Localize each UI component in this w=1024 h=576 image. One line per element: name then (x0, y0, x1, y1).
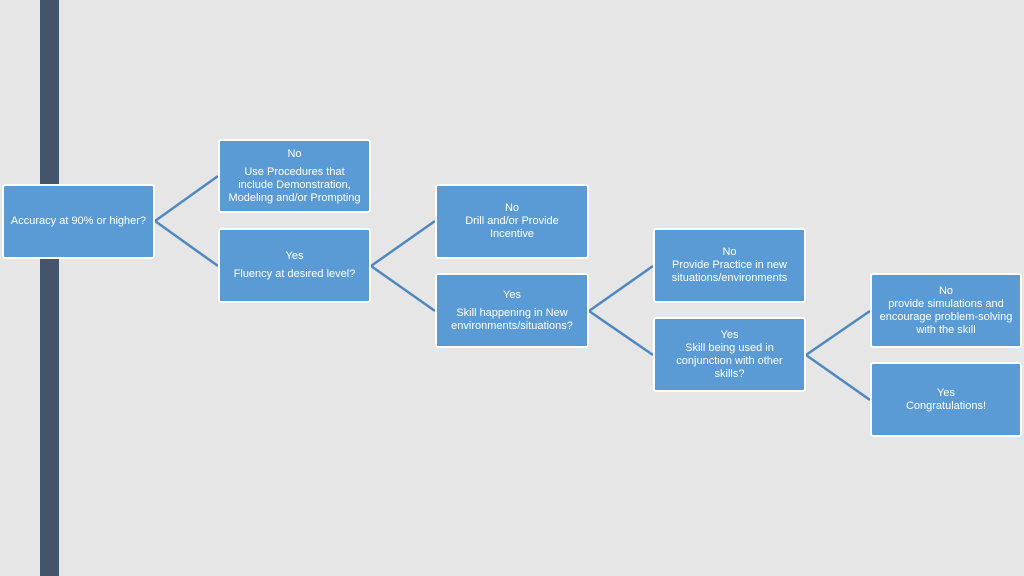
node-practice-answer: No (722, 246, 737, 258)
node-new-env: Yes Skill happening in New environments/… (435, 273, 589, 348)
node-accuracy-text: Accuracy at 90% or higher? (10, 215, 147, 227)
node-simulations: No provide simulations and encourage pro… (870, 273, 1022, 348)
node-conjunction: Yes Skill being used in conjunction with… (653, 317, 806, 392)
node-practice-line: Provide Practice in new (672, 259, 787, 271)
node-simulations-line: with the skill (916, 323, 976, 336)
node-procedures: No Use Procedures that include Demonstra… (218, 139, 371, 213)
node-drill-line: Drill and/or Provide (465, 215, 559, 227)
connector-fluency-drill (370, 219, 436, 268)
node-new-env-line: environments/situations? (451, 319, 573, 332)
node-conjunction-answer: Yes (720, 328, 739, 341)
connector-conjunction-simulations (805, 309, 871, 357)
node-fluency-line: Fluency at desired level? (233, 268, 356, 280)
node-practice: No Provide Practice in new situations/en… (653, 228, 806, 303)
node-new-env-line: Skill happening in New (456, 306, 568, 319)
node-procedures-answer: No (287, 147, 302, 160)
node-simulations-line: provide simulations and (888, 297, 1004, 310)
connector-new-env-conjunction (588, 309, 654, 357)
node-drill-answer: No (504, 202, 520, 214)
node-conjunction-line: Skill being used in (685, 341, 774, 354)
node-conjunction-line: conjunction with other (676, 354, 783, 367)
node-drill-line: Incentive (489, 228, 535, 240)
node-practice-line: situations/environments (671, 272, 788, 284)
node-accuracy: Accuracy at 90% or higher? (2, 184, 155, 259)
node-simulations-answer: No (938, 284, 954, 297)
node-simulations-line: encourage problem-solving (879, 310, 1013, 323)
connector-fluency-new-env (370, 264, 436, 313)
node-procedures-line: Use Procedures that (244, 165, 345, 178)
node-fluency: Yes Fluency at desired level? (218, 228, 371, 303)
node-fluency-answer: Yes (285, 250, 304, 262)
side-accent-bar (40, 0, 59, 576)
node-congrats: Yes Congratulations! (870, 362, 1022, 437)
connector-conjunction-congrats (805, 353, 871, 402)
connector-accuracy-procedures (154, 174, 219, 223)
node-congrats-line: Congratulations! (905, 399, 987, 412)
node-procedures-line: Modeling and/or Prompting (228, 191, 361, 204)
node-procedures-line: include Demonstration, (238, 178, 351, 191)
connector-accuracy-fluency (154, 219, 219, 268)
node-conjunction-line: skills? (714, 367, 745, 380)
connector-new-env-practice (588, 264, 654, 313)
node-drill: No Drill and/or Provide Incentive (435, 184, 589, 259)
node-congrats-answer: Yes (937, 386, 955, 399)
node-new-env-answer: Yes (503, 288, 521, 301)
